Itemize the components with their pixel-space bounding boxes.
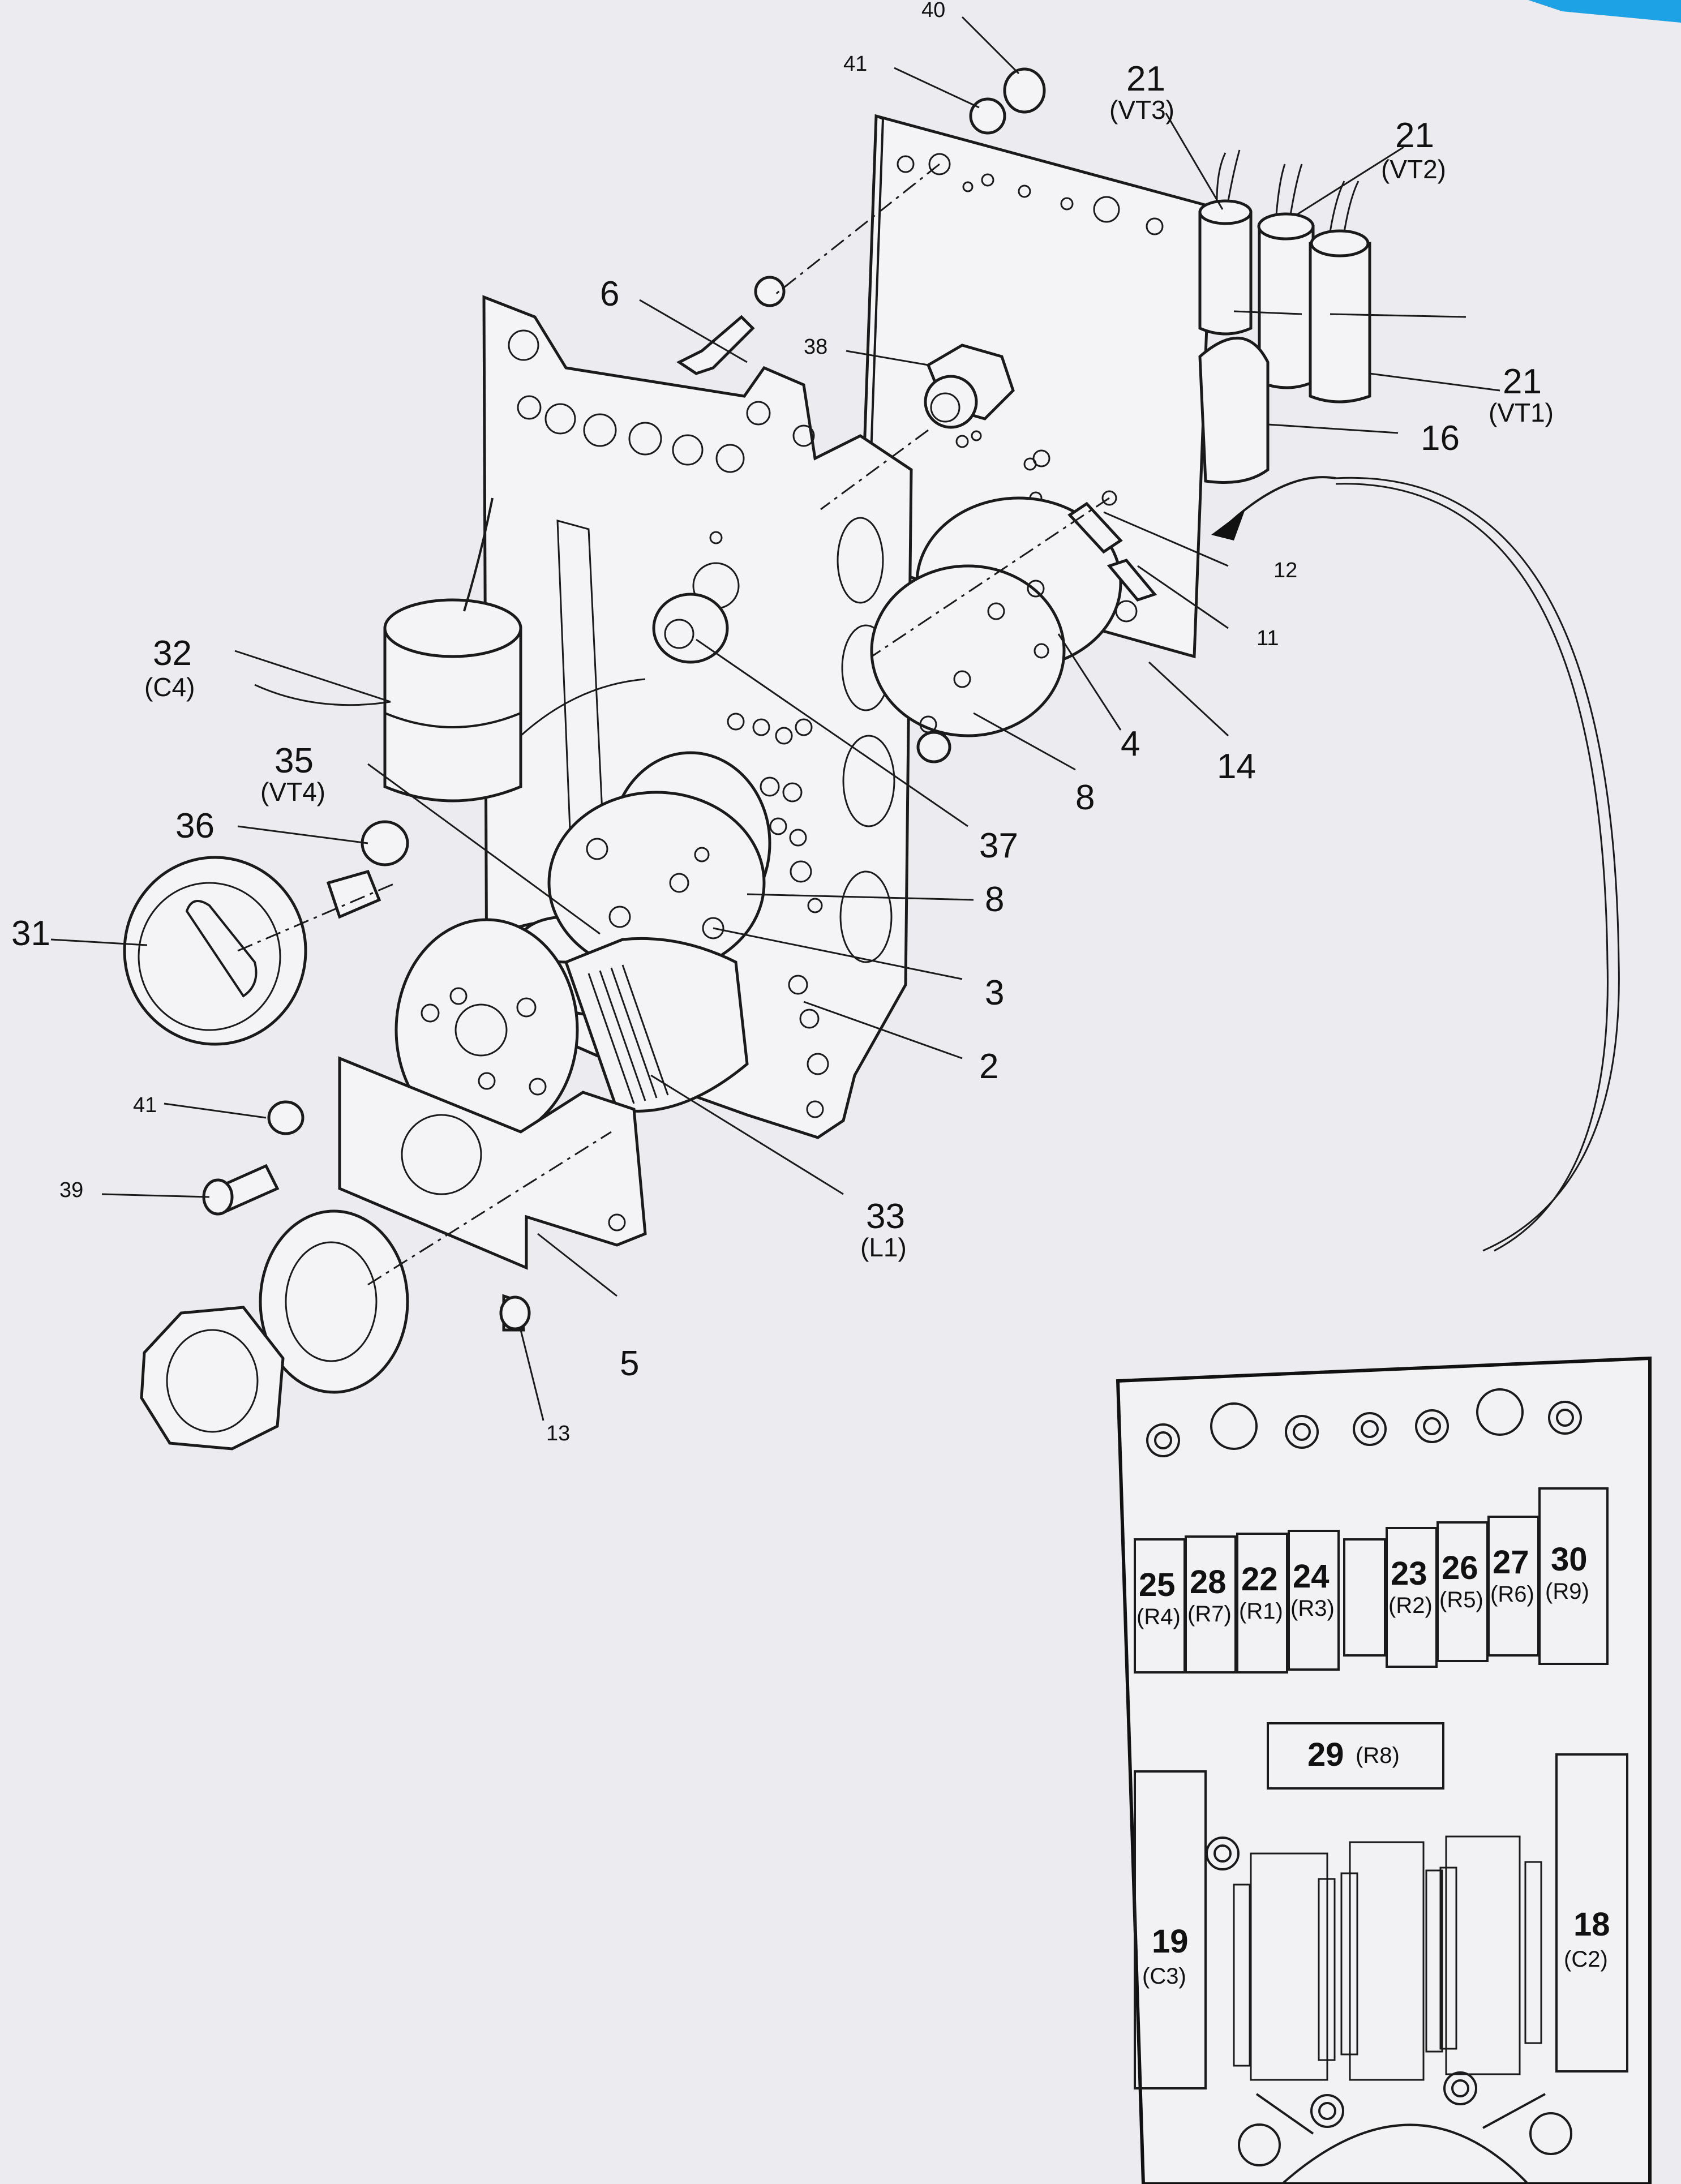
callout-12-num: 12 [1273,559,1297,582]
coil-former-assembly [547,751,771,1113]
pcb-resistor-22-ref: (R1) [1239,1599,1283,1624]
pulley-discs [870,496,1122,737]
pcb-resistor-27-num: 27 [1493,1544,1529,1581]
pcb-c3-num: 19 [1152,1923,1189,1960]
callout-37-num: 37 [979,826,1018,865]
pcb-resistor-30-ref: (R9) [1545,1579,1589,1604]
capacitor-c4 [254,497,646,803]
callout-35-ref: (VT4) [260,777,325,806]
transistors-vt1-vt3 [1198,149,1371,484]
callout-21-vt3-num: 21 [1126,59,1165,98]
callout-33-ref: (L1) [860,1233,907,1262]
washer-and-nut [140,1209,409,1451]
callout-41-top-num: 41 [843,52,867,76]
pcb-c2-num: 18 [1573,1906,1610,1943]
callout-labels: 40 41 21 (VT3) 21 (VT2) 21 (VT1) 6 38 16… [11,0,1554,1445]
callout-13-num: 13 [546,1422,570,1445]
callout-21-vt1-num: 21 [1503,362,1542,401]
pcb-c3-ref: (C3) [1142,1964,1186,1989]
callout-4-num: 4 [1121,724,1140,763]
corner-tape [1528,0,1681,23]
pcb-resistor-30-num: 30 [1551,1541,1588,1578]
pcb-r8-num: 29 [1307,1736,1344,1773]
pcb-c2-ref: (C2) [1564,1947,1608,1972]
pcb-resistor-24-num: 24 [1293,1558,1330,1595]
bracket-5 [338,1056,647,1270]
spacer-37 [652,593,729,664]
pcb-layout-inset: 25 (R4) 28 (R7) 22 (R1) 24 (R3) 23 (R2) … [1116,1356,1652,2184]
callout-36-num: 36 [175,806,215,846]
pcb-resistor-23-num: 23 [1391,1555,1427,1592]
pcb-resistor-28-num: 28 [1190,1564,1227,1601]
pcb-resistor-26-ref: (R5) [1439,1587,1483,1612]
bushing-38 [924,344,1015,429]
pcb-resistor-26-num: 26 [1442,1550,1478,1586]
flexible-lead [1211,476,1620,1252]
pcb-resistor-25-ref: (R4) [1137,1604,1181,1629]
callout-11-num: 11 [1257,627,1279,650]
callout-3-num: 3 [985,973,1004,1012]
callout-35-num: 35 [275,741,314,780]
callout-21-vt2-ref: (VT2) [1381,155,1446,184]
callout-33-num: 33 [866,1197,905,1236]
pcb-resistor-24-ref: (R3) [1290,1596,1335,1621]
leader-lines [50,16,1500,1421]
callout-31-num: 31 [11,914,50,953]
callout-40-num: 40 [921,0,945,22]
pcb-resistor-27-ref: (R6) [1490,1582,1534,1607]
callout-6-num: 6 [600,274,619,314]
pcb-resistor-28-ref: (R7) [1187,1602,1232,1627]
callout-2-num: 2 [979,1047,998,1086]
callout-21-vt2-num: 21 [1395,116,1434,155]
callout-8b-num: 8 [985,880,1004,919]
pcb-resistor-22-num: 22 [1241,1561,1278,1598]
callout-21-vt3-ref: (VT3) [1109,95,1174,125]
callout-38-num: 38 [804,335,827,359]
pcb-r8-ref: (R8) [1356,1743,1400,1768]
knob-31 [123,856,381,1046]
callout-5-num: 5 [620,1344,639,1383]
callout-8a-num: 8 [1075,778,1095,817]
callout-21-vt1-ref: (VT1) [1489,398,1554,427]
assembly-axis-lines [237,163,1110,1286]
pcb-resistor-23-ref: (R2) [1388,1593,1433,1618]
callout-41-bottom-num: 41 [133,1093,157,1117]
callout-32-num: 32 [153,634,192,673]
callout-39-num: 39 [59,1178,83,1202]
callout-14-num: 14 [1217,747,1256,786]
pcb-resistor-25-num: 25 [1139,1567,1176,1603]
callout-32-ref: (C4) [144,672,195,702]
callout-16-num: 16 [1421,419,1460,458]
